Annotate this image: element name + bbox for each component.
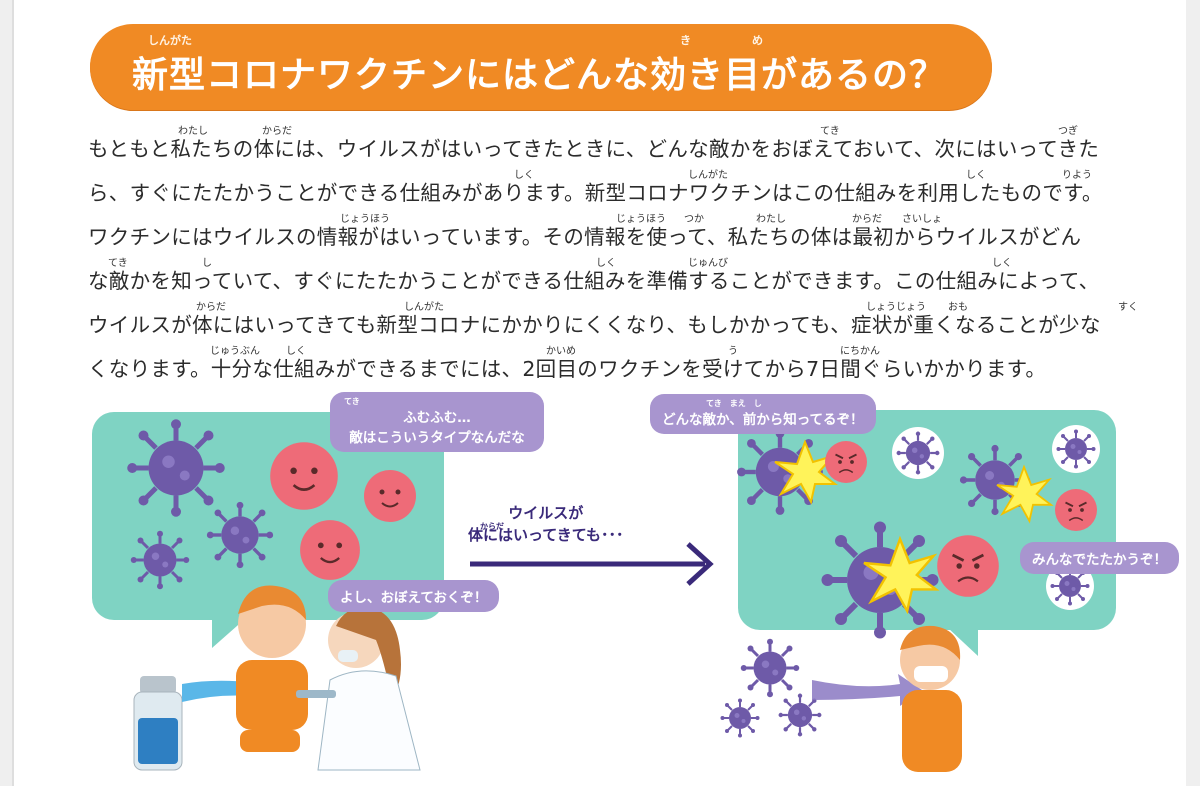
furigana: からだ <box>852 214 882 225</box>
furigana: じゅんび <box>688 258 728 269</box>
furigana: しく <box>514 170 534 181</box>
paragraph-line: わたし からだ てき つぎもともと私たちの体には、ウイルスがはいってきたときに、どんな… <box>88 122 1148 166</box>
furigana: しょうじょう <box>866 302 926 313</box>
furigana: つか <box>684 214 704 225</box>
furigana: う <box>728 346 738 357</box>
child-figure <box>236 585 308 752</box>
page-title: 新型コロナワクチンにはどんな効き目があるの？ <box>132 55 947 96</box>
paragraph-line: しく しんがた しく りようら、すぐにたたかうことができる仕組みがあります。新型コロナ… <box>88 166 1148 210</box>
nurse-figure <box>296 607 421 771</box>
furigana: しんがた <box>404 302 444 313</box>
arrow-caption: からだ ウイルスが 体にはいってきても･･･ <box>468 504 624 544</box>
furigana: じゅうぶん <box>210 346 260 357</box>
virus-icon <box>129 529 191 591</box>
paragraph-line: からだ しんがた しょうじょう おも すくウイルスが体にはいってきても新型コロナにかかり… <box>88 298 1148 342</box>
furigana: じょうほう <box>340 214 390 225</box>
furigana: すく <box>1118 302 1138 313</box>
vaccine-vial-icon <box>133 676 183 771</box>
virus-icon <box>719 697 761 739</box>
immune-cell-icon <box>298 518 362 582</box>
arrow-head-icon <box>686 542 714 586</box>
furigana: し <box>202 258 212 269</box>
furigana: からだ <box>262 126 292 137</box>
furigana: てき <box>108 258 128 269</box>
paragraph-line: てき し しく じゅんび しくな敵かを知っていて、すぐにたたかうことができる仕組みを準備… <box>88 254 1148 298</box>
speech-bubble-learning: てき ふむふむ… 敵はこういうタイプなんだな <box>330 392 544 452</box>
title-ruby-ki: き <box>680 34 691 47</box>
furigana: しく <box>992 258 1012 269</box>
immune-cell-icon <box>268 440 340 512</box>
virus-icon <box>127 419 225 517</box>
angry-cell-icon <box>824 440 868 484</box>
airflow-arrow-icon <box>812 674 922 706</box>
furigana: しんがた <box>688 170 728 181</box>
furigana: つぎ <box>1058 126 1078 137</box>
paragraph-text: くなります。十分な仕組みができるまでには、2回目のワクチンを受けてから7日間ぐら… <box>88 357 1047 381</box>
explanation-paragraph: わたしからだてきつぎもともと私たちの体には、ウイルスがはいってきたときに、どんな… <box>88 122 1148 386</box>
furigana: りよう <box>1062 170 1092 181</box>
title-ruby-me: め <box>752 34 763 47</box>
furigana: おも <box>948 302 968 313</box>
paragraph-text: ら、すぐにたたかうことができる仕組みがあります。新型コロナワクチンはこの仕組みを… <box>88 181 1103 205</box>
furigana: じょうほう <box>616 214 666 225</box>
paragraph-text: ワクチンにはウイルスの情報がはいっています。その情報を使って、私たちの体は最初か… <box>88 225 1082 249</box>
page-edge-right <box>1186 0 1200 786</box>
furigana: わたし <box>178 126 208 137</box>
paragraph-line: じょうほう じょうほう つか わたし からだ さいしょワクチンにはウイルスの情報がはいって… <box>88 210 1148 254</box>
virus-icon <box>739 637 801 699</box>
immune-cell-icon <box>363 469 417 523</box>
title-ruby-shingata: しんがた <box>148 34 192 47</box>
paragraph-line: じゅうぶん しく かいめ う にちかんくなります。十分な仕組みができるまでには、2回目の… <box>88 342 1148 386</box>
paragraph-text: な敵かを知っていて、すぐにたたかうことができる仕組みを準備することができます。こ… <box>88 269 1100 293</box>
furigana: しく <box>286 346 306 357</box>
paragraph-text: ウイルスが体にはいってきても新型コロナにかかりにくくなり、もしかかっても、症状が… <box>88 313 1101 337</box>
speech-bubble-fight: みんなでたたかうぞ！ <box>1020 542 1179 574</box>
furigana: わたし <box>756 214 786 225</box>
angry-cell-icon <box>1054 488 1098 532</box>
angry-cell-icon <box>935 533 1001 599</box>
furigana: しく <box>966 170 986 181</box>
furigana: にちかん <box>840 346 880 357</box>
furigana: てき <box>820 126 840 137</box>
furigana: からだ <box>196 302 226 313</box>
furigana: しく <box>596 258 616 269</box>
virus-icon <box>1055 428 1097 470</box>
paragraph-text: もともと私たちの体には、ウイルスがはいってきたときに、どんな敵かをおぼえておいて… <box>88 137 1100 161</box>
virus-icon <box>205 500 275 570</box>
speech-bubble-remember: よし、おぼえておくぞ！ <box>328 580 500 612</box>
title-banner <box>90 24 992 110</box>
virus-icon <box>895 430 941 476</box>
furigana: さいしょ <box>902 214 942 225</box>
child-figure-masked <box>900 625 962 772</box>
furigana: かいめ <box>546 346 576 357</box>
page-edge-left <box>0 0 14 786</box>
speech-bubble-recognize: てき まえ し どんな敵か、前から知ってるぞ！ <box>650 394 876 434</box>
